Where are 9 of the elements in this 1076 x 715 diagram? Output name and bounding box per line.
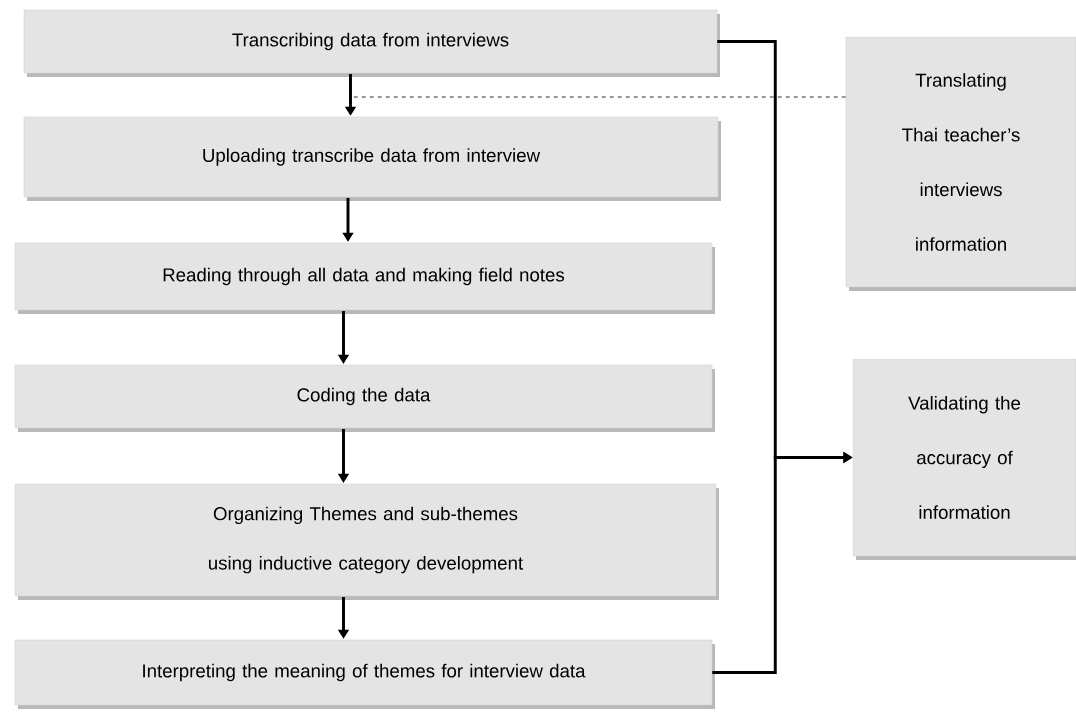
leader-line [350, 96, 847, 98]
process-box: Transcribing data from interviews [23, 9, 720, 77]
process-box: Translating Thai teacher’s interviews information [845, 36, 1076, 291]
process-box: Uploading transcribe data from interview [23, 116, 721, 201]
process-box: Coding the data [14, 364, 715, 432]
process-box: Validating the accuracy of information [852, 358, 1076, 560]
process-box: Organizing Themes and sub-themes using inductive category development [14, 483, 719, 600]
process-box: Reading through all data and making field notes [14, 242, 715, 314]
process-box: Interpreting the meaning of themes for interview data [14, 639, 715, 709]
